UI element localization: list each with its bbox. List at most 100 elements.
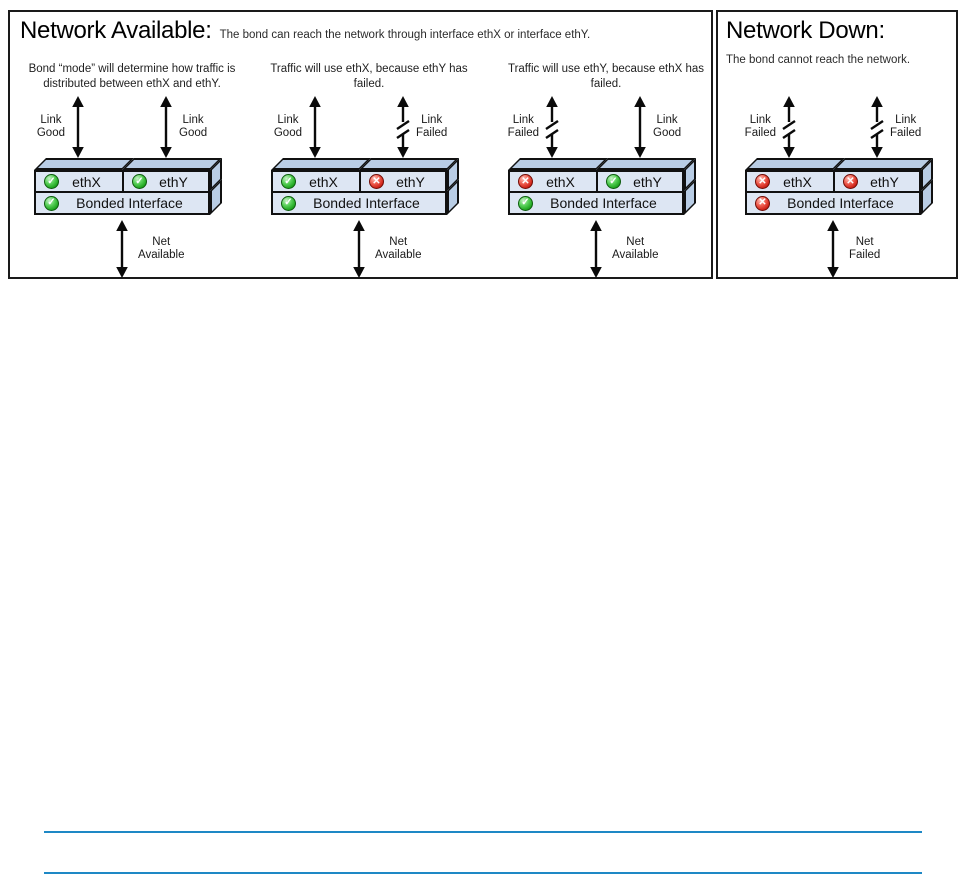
bond-diagram-ethx-failed: Traffic will use ethY, because ethX has … <box>496 62 716 280</box>
net-label-line2: Available <box>612 249 659 261</box>
link-group-ethx: Link Good <box>22 96 86 158</box>
net-group: Net Available <box>351 219 421 279</box>
link-label: Link Failed <box>508 114 539 140</box>
link-label-line2: Failed <box>507 127 539 139</box>
link-label-line1: Link <box>421 114 443 126</box>
status-icon: ✓ <box>44 195 59 211</box>
link-arrow-icon <box>782 96 796 158</box>
panel-header: Network Down: The bond cannot reach the … <box>718 12 956 66</box>
net-group: Net Failed <box>825 219 880 279</box>
link-group-ethx: Link Failed <box>733 96 797 158</box>
box-top-face-right <box>122 158 222 170</box>
interface-cell-ethy: ✕ ethY <box>359 172 445 191</box>
net-group: Net Available <box>588 219 658 279</box>
panel-title: Network Available: <box>20 17 212 44</box>
link-label-line2: Good <box>273 127 302 139</box>
divider-line-top <box>44 831 922 833</box>
status-icon: ✕ <box>755 195 770 211</box>
interface-cell-ethx: ✕ ethX <box>510 172 596 191</box>
status-icon: ✓ <box>518 195 533 211</box>
box-top-face-right <box>359 158 459 170</box>
status-icon: ✕ <box>518 174 533 189</box>
diagram-caption: Bond “mode” will determine how traffic i… <box>28 63 236 90</box>
bonded-interface-row: ✓ Bonded Interface <box>508 191 684 215</box>
bond-diagram-all-failed: Link Failed Link Failed ✕ <box>733 62 953 280</box>
link-label-line1: Link <box>40 114 62 126</box>
interfaces-row: ✓ ethX ✕ ethY <box>271 170 447 193</box>
bonded-interface-row: ✕ Bonded Interface <box>745 191 921 215</box>
link-group-ethy: Link Failed <box>869 96 921 158</box>
status-icon: ✕ <box>369 174 384 189</box>
interface-cell-ethx: ✓ ethX <box>273 172 359 191</box>
network-down-panel: Network Down: The bond cannot reach the … <box>716 10 958 279</box>
interface-cell-ethy: ✓ ethY <box>596 172 682 191</box>
link-arrow-icon <box>309 96 321 158</box>
interface-label: ethY <box>633 173 662 190</box>
net-label-line1: Net <box>855 236 874 248</box>
net-label: Net Available <box>612 236 658 262</box>
interface-cell-ethx: ✕ ethX <box>747 172 833 191</box>
bonded-interface-box: ✕ ethX ✓ ethY ✓ Bonded Interface <box>508 158 696 215</box>
panel-subtitle: The bond cannot reach the network. <box>726 54 911 66</box>
interfaces-row: ✕ ethX ✓ ethY <box>508 170 684 193</box>
link-group-ethy: Link Good <box>632 96 681 158</box>
bonded-interface-row: ✓ Bonded Interface <box>271 191 447 215</box>
diagram-caption: Traffic will use ethX, because ethY has … <box>270 63 468 90</box>
net-label: Net Available <box>375 236 421 262</box>
interface-label: ethY <box>159 173 188 190</box>
bond-diagram-ethy-failed: Traffic will use ethX, because ethY has … <box>259 62 479 280</box>
net-label-line2: Available <box>138 249 185 261</box>
link-group-ethy: Link Good <box>158 96 207 158</box>
interface-cell-ethx: ✓ ethX <box>36 172 122 191</box>
status-icon: ✓ <box>281 195 296 211</box>
divider-line-bottom <box>44 872 922 874</box>
interface-label: ethX <box>546 173 575 190</box>
panel-header: Network Available: The bond can reach th… <box>10 12 711 45</box>
link-arrow-icon <box>72 96 84 158</box>
net-arrow-icon <box>590 220 602 278</box>
box-top-face-left <box>34 158 134 170</box>
network-available-panel: Network Available: The bond can reach th… <box>8 10 713 279</box>
link-label-line1: Link <box>895 114 917 126</box>
box-top-face-left <box>271 158 371 170</box>
status-icon: ✓ <box>281 174 296 189</box>
link-label-line2: Failed <box>744 127 776 139</box>
link-arrow-icon <box>396 96 410 158</box>
net-label-line1: Net <box>389 236 408 248</box>
net-arrow-icon <box>353 220 365 278</box>
interface-label: ethY <box>396 173 425 190</box>
interfaces-row: ✓ ethX ✓ ethY <box>34 170 210 193</box>
link-label: Link Good <box>37 114 65 140</box>
link-label: Link Failed <box>890 114 921 140</box>
link-label-line1: Link <box>749 114 771 126</box>
interface-cell-ethy: ✓ ethY <box>122 172 208 191</box>
status-icon: ✓ <box>132 174 147 189</box>
net-label-line2: Failed <box>849 249 881 261</box>
diagram-caption: Traffic will use ethY, because ethX has … <box>507 63 705 90</box>
link-label-line2: Good <box>179 127 208 139</box>
panel-subtitle: The bond can reach the network through i… <box>219 29 591 41</box>
link-label-line1: Link <box>277 114 299 126</box>
bond-diagram-mode: Bond “mode” will determine how traffic i… <box>22 62 242 280</box>
box-top-face-right <box>596 158 696 170</box>
link-group-ethy: Link Failed <box>395 96 447 158</box>
bonded-interface-row: ✓ Bonded Interface <box>34 191 210 215</box>
status-icon: ✓ <box>606 174 621 189</box>
bonded-interface-box: ✓ ethX ✓ ethY ✓ Bonded Interface <box>34 158 222 215</box>
bonded-interface-box: ✕ ethX ✕ ethY ✕ Bonded Interface <box>745 158 933 215</box>
box-top-face-right <box>833 158 933 170</box>
net-label-line1: Net <box>626 236 645 248</box>
panel-title: Network Down: <box>726 17 885 44</box>
box-top-face-left <box>508 158 608 170</box>
status-icon: ✕ <box>843 174 858 189</box>
link-label: Link Failed <box>745 114 776 140</box>
interface-label: ethX <box>783 173 812 190</box>
bonded-interface-box: ✓ ethX ✕ ethY ✓ Bonded Interface <box>271 158 459 215</box>
link-label-line2: Failed <box>416 127 448 139</box>
interface-label: ethX <box>72 173 101 190</box>
net-label: Net Available <box>138 236 184 262</box>
bonded-interface-label: Bonded Interface <box>787 195 894 211</box>
interface-label: ethY <box>870 173 899 190</box>
status-icon: ✕ <box>755 174 770 189</box>
link-label: Link Good <box>653 114 681 140</box>
